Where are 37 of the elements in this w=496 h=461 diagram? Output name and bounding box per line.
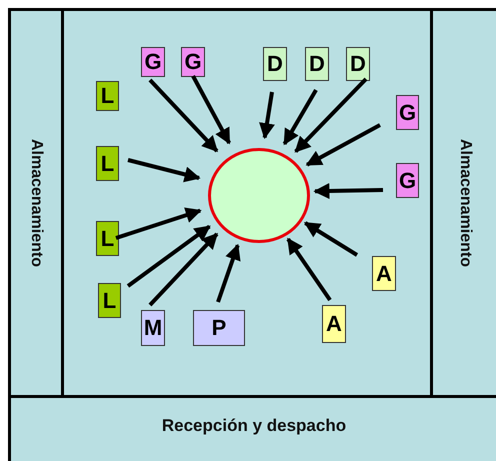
station-box: D (305, 47, 329, 81)
zone-label: Recepción y despacho (160, 416, 348, 436)
arrow (304, 221, 358, 257)
station-box: M (141, 310, 165, 346)
work-area (61, 8, 433, 398)
station-box: G (181, 47, 205, 77)
storage-zone (430, 8, 496, 398)
storage-zone (8, 8, 64, 398)
station-box: P (193, 310, 245, 346)
station-box: A (372, 256, 396, 291)
station-box: L (98, 283, 121, 318)
arrow (306, 123, 381, 166)
station-box: L (96, 146, 119, 181)
arrow (128, 158, 201, 182)
arrow (286, 238, 332, 302)
zone-label: Almacenamiento (27, 138, 45, 268)
arrow (148, 232, 218, 306)
arrow (313, 183, 384, 200)
arrow (148, 78, 218, 152)
arrow (126, 224, 211, 288)
station-box: G (396, 95, 419, 130)
shipping-receiving-zone (8, 395, 496, 461)
arrow (115, 207, 202, 240)
station-box: D (263, 47, 287, 81)
station-box: A (322, 305, 346, 343)
arrow (282, 89, 318, 146)
station-box: L (96, 221, 119, 256)
station-box: L (96, 81, 119, 111)
arrow (259, 92, 275, 140)
work-center-ellipse (208, 148, 310, 243)
arrow (216, 244, 241, 303)
zone-label: Almacenamiento (456, 138, 474, 268)
arrow (191, 75, 231, 144)
station-box: G (396, 163, 419, 198)
station-box: G (141, 47, 165, 77)
arrow (294, 78, 368, 153)
station-box: D (346, 47, 370, 81)
